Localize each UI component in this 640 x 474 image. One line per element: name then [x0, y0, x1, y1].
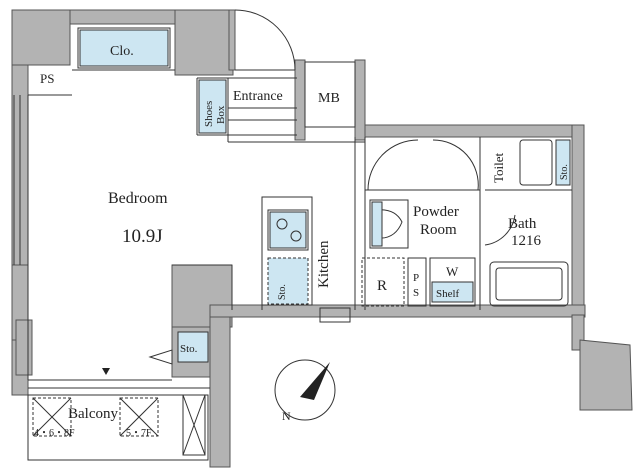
kitchen-storage-label: Sto.	[277, 284, 288, 300]
closet-fill	[79, 29, 169, 67]
bath-size: 1216	[511, 233, 542, 249]
toilet-storage-label: Sto.	[559, 164, 570, 180]
small-storage-fill	[177, 331, 209, 363]
bedroom-size: 10.9J	[122, 226, 163, 247]
north-label: N	[282, 409, 291, 423]
walls	[11, 9, 633, 468]
pipe-space-label-line2: S	[413, 287, 419, 299]
toilet-storage-fill	[555, 139, 571, 186]
balcony-label: Balcony	[68, 406, 118, 422]
fixtures	[79, 29, 571, 363]
storage-door-icon	[148, 349, 173, 365]
labels: Clo. PS Entrance Shoes Box MB Toilet Sto…	[34, 44, 570, 439]
shoes-box-fill	[198, 79, 227, 134]
floor-range-left: 4・6・8F	[34, 428, 75, 439]
powder-room-label-line1: Powder	[413, 204, 459, 220]
basin-fill	[371, 201, 383, 247]
shoes-box-label-line1: Shoes	[203, 101, 215, 127]
washer-label: W	[446, 264, 459, 279]
interior-lines	[13, 9, 572, 461]
stove-fill	[269, 211, 307, 249]
compass: N	[274, 359, 336, 423]
pipe-space-label-line1: P	[413, 272, 419, 284]
kitchen-label: Kitchen	[316, 240, 332, 288]
pipe-space-top-label: PS	[40, 71, 54, 86]
powder-room-label-line2: Room	[420, 222, 457, 238]
meter-box-label: MB	[318, 91, 340, 106]
marker-icon	[102, 368, 110, 375]
floor-range-right: 5・7F	[126, 428, 152, 439]
bedroom-label: Bedroom	[108, 190, 168, 207]
kitchen-storage-fill	[267, 257, 309, 305]
closet-label: Clo.	[110, 44, 134, 59]
entrance-label: Entrance	[233, 89, 283, 104]
toilet-label: Toilet	[491, 152, 506, 183]
shoes-box-label-line2: Box	[215, 105, 227, 124]
north-arrow-icon	[300, 362, 330, 400]
shelf-label: Shelf	[436, 288, 460, 300]
shelf-fill	[431, 281, 474, 303]
small-storage-label: Sto.	[180, 343, 198, 355]
refrigerator-label: R	[377, 278, 387, 294]
bath-label: Bath	[508, 216, 537, 232]
